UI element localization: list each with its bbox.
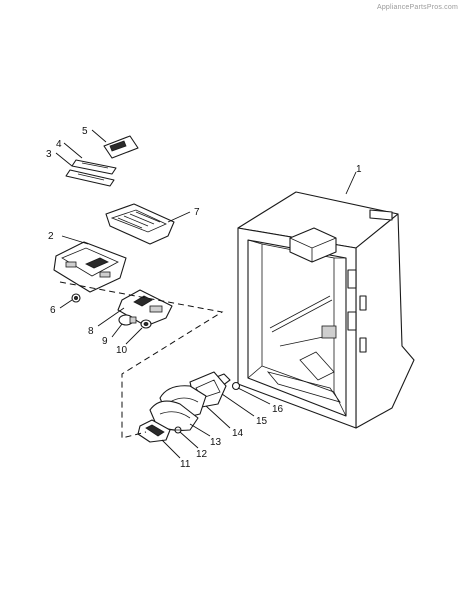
callout-3: 3 (46, 149, 52, 160)
callout-14: 14 (232, 428, 244, 439)
callout-2: 2 (48, 231, 54, 242)
part-2-control-housing[interactable] (53, 241, 127, 293)
callout-12: 12 (196, 449, 208, 460)
callout-10: 10 (116, 345, 128, 356)
callout-9: 9 (102, 336, 108, 347)
callout-5: 5 (82, 126, 88, 137)
callout-15: 15 (256, 416, 268, 427)
part-9-bulb[interactable] (118, 314, 137, 326)
callout-6: 6 (50, 305, 56, 316)
part-3-strip[interactable] (65, 169, 115, 187)
part-12-screw[interactable] (174, 426, 182, 434)
callout-16: 16 (272, 404, 284, 415)
callout-7: 7 (194, 207, 200, 218)
callout-11: 11 (180, 459, 191, 470)
part-4-bracket[interactable] (71, 159, 117, 175)
callout-4: 4 (56, 139, 62, 150)
part-7-light-cover[interactable] (105, 203, 175, 245)
part-10-socket[interactable] (140, 319, 152, 329)
watermark: AppliancePartsPros.com (376, 4, 458, 11)
callout-8: 8 (88, 326, 94, 337)
liner-cabinet[interactable] (237, 191, 415, 429)
callout-1: 1 (356, 164, 362, 175)
part-6-screw[interactable] (71, 293, 81, 303)
callout-13: 13 (210, 437, 222, 448)
part-5-control-board[interactable] (103, 135, 139, 159)
leader-lines (55, 129, 357, 459)
assembly-path (59, 281, 224, 439)
